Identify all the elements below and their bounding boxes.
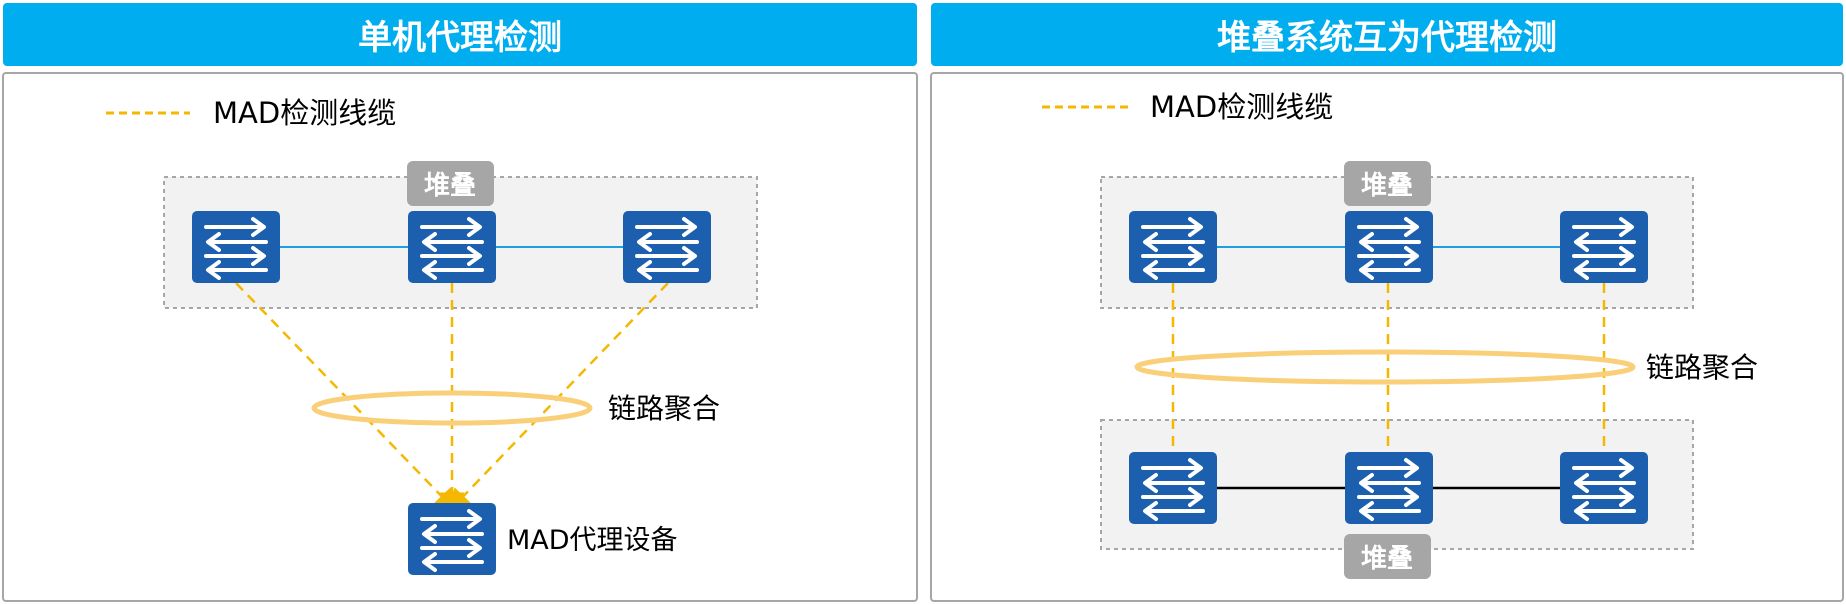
left-legend: MAD检测线缆	[106, 96, 396, 130]
mad-cable	[446, 282, 669, 515]
right-legend: MAD检测线缆	[1042, 90, 1333, 124]
mad-cable-legend-label: MAD检测线缆	[1150, 90, 1333, 124]
switch-icon	[1345, 452, 1433, 524]
mad-proxy-label: MAD代理设备	[507, 525, 678, 556]
mad-cable	[235, 282, 459, 514]
switch-icon	[1560, 452, 1648, 524]
switch-icon	[623, 211, 711, 283]
link-aggregation-label: 链路聚合	[1646, 351, 1758, 384]
stack-tag-label: 堆叠	[1361, 544, 1413, 574]
right-stack-tag-bottom: 堆叠	[1344, 534, 1431, 579]
switch-icon	[1129, 452, 1217, 524]
mad-cable-legend-label: MAD检测线缆	[213, 96, 396, 130]
switch-icon	[1345, 211, 1433, 283]
link-aggregation-label: 链路聚合	[608, 392, 720, 425]
stack-tag-label: 堆叠	[1361, 171, 1413, 201]
left-panel-title: 单机代理检测	[358, 18, 562, 58]
switch-icon	[1560, 211, 1648, 283]
link-aggregation-ring	[1134, 349, 1636, 385]
switch-icon	[192, 211, 280, 283]
right-panel-title: 堆叠系统互为代理检测	[1217, 18, 1557, 58]
link-aggregation-ring	[311, 390, 593, 426]
right-stack-tag-top: 堆叠	[1344, 161, 1431, 206]
stack-tag-label: 堆叠	[424, 171, 476, 201]
right-panel-header: 堆叠系统互为代理检测	[931, 3, 1843, 66]
left-panel-header: 单机代理检测	[3, 3, 917, 66]
left-stack-tag: 堆叠	[407, 161, 494, 206]
switch-icon	[408, 211, 496, 283]
switch-icon	[408, 503, 496, 575]
switch-icon	[1129, 211, 1217, 283]
